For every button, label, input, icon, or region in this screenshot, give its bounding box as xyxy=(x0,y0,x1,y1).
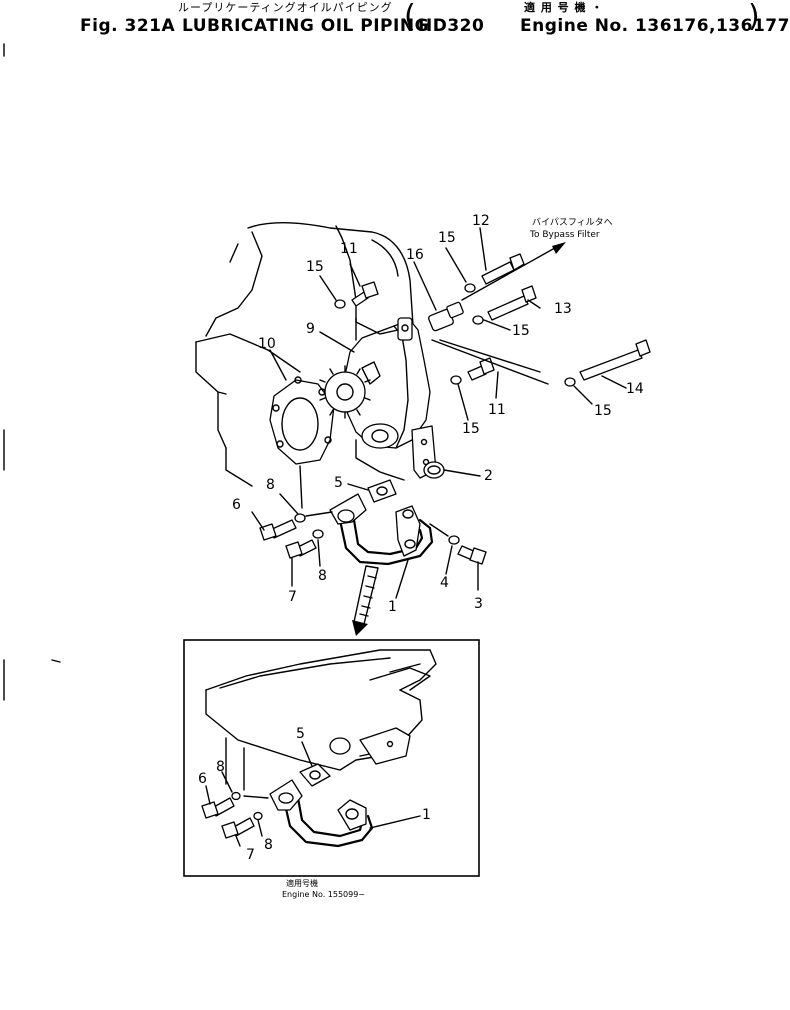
inset-callout-5: 5 xyxy=(296,726,305,742)
inset-frame xyxy=(183,639,480,877)
japanese-applicable: 適 用 号 機 ・ xyxy=(524,1,604,14)
leader-lines xyxy=(251,227,627,599)
close-paren: ) xyxy=(748,0,761,34)
engine-number-label: Engine No. 136176,136177 xyxy=(520,16,790,36)
callout-7: 7 xyxy=(288,589,297,605)
japanese-title: ループリケーティングオイルパイピング xyxy=(178,1,393,14)
inset-callout-1: 1 xyxy=(422,807,431,823)
inset-callout-8: 8 xyxy=(216,759,225,775)
callout-2: 2 xyxy=(484,468,493,484)
callout-12: 12 xyxy=(472,213,490,229)
callout-5: 5 xyxy=(334,475,343,491)
bypass-english: To Bypass Filter xyxy=(530,230,600,240)
callout-11: 11 xyxy=(340,241,358,257)
bolt-6 xyxy=(259,511,333,541)
callout-9: 9 xyxy=(306,321,315,337)
inset-note-japanese: 適用号機 xyxy=(286,879,318,888)
adapter-fitting xyxy=(428,301,464,332)
callout-10: 10 xyxy=(258,336,276,352)
oil-pump xyxy=(319,317,437,481)
inset-note-engine: Engine No. 155099~ xyxy=(282,890,366,899)
inset-callout-6: 6 xyxy=(198,771,207,787)
figure-number: Fig. 321A xyxy=(80,16,176,36)
callout-8: 8 xyxy=(318,568,327,584)
callout-6: 6 xyxy=(232,497,241,513)
open-paren: ( xyxy=(404,0,417,34)
gasket-5 xyxy=(367,479,397,503)
bolt-12 xyxy=(464,253,525,293)
inset-drawing xyxy=(201,649,437,848)
diagram-title: LUBRICATING OIL PIPING xyxy=(182,16,430,36)
inset-leader-lines xyxy=(205,741,421,847)
callout-3: 3 xyxy=(474,596,483,612)
callout-13: 13 xyxy=(554,301,572,317)
inset-pointer-arrow xyxy=(352,565,379,636)
o-ring xyxy=(423,461,445,479)
bolt-11-upper xyxy=(334,281,399,335)
bolt-14 xyxy=(564,339,651,387)
model-label: HD320 xyxy=(418,16,485,36)
callout-1: 1 xyxy=(388,599,397,615)
inset-callout-7: 7 xyxy=(246,847,255,863)
callout-15: 15 xyxy=(462,421,480,437)
callout-8: 8 xyxy=(266,477,275,493)
callout-14: 14 xyxy=(626,381,644,397)
bolt-13 xyxy=(472,285,537,325)
callout-4: 4 xyxy=(440,575,449,591)
callout-15: 15 xyxy=(594,403,612,419)
callout-15: 15 xyxy=(438,230,456,246)
gasket xyxy=(269,376,335,465)
bolt-3 xyxy=(429,523,487,565)
bolt-7 xyxy=(285,529,324,559)
callout-15: 15 xyxy=(512,323,530,339)
bolt-11-lower xyxy=(431,339,549,385)
callout-15: 15 xyxy=(306,259,324,275)
oil-pipe xyxy=(329,493,434,566)
callout-16: 16 xyxy=(406,247,424,263)
callout-11: 11 xyxy=(488,402,506,418)
engine-housing xyxy=(195,222,415,487)
bypass-japanese: バイパスフィルタへ xyxy=(532,218,613,228)
bypass-arrow xyxy=(461,242,566,301)
inset-callout-8: 8 xyxy=(264,837,273,853)
